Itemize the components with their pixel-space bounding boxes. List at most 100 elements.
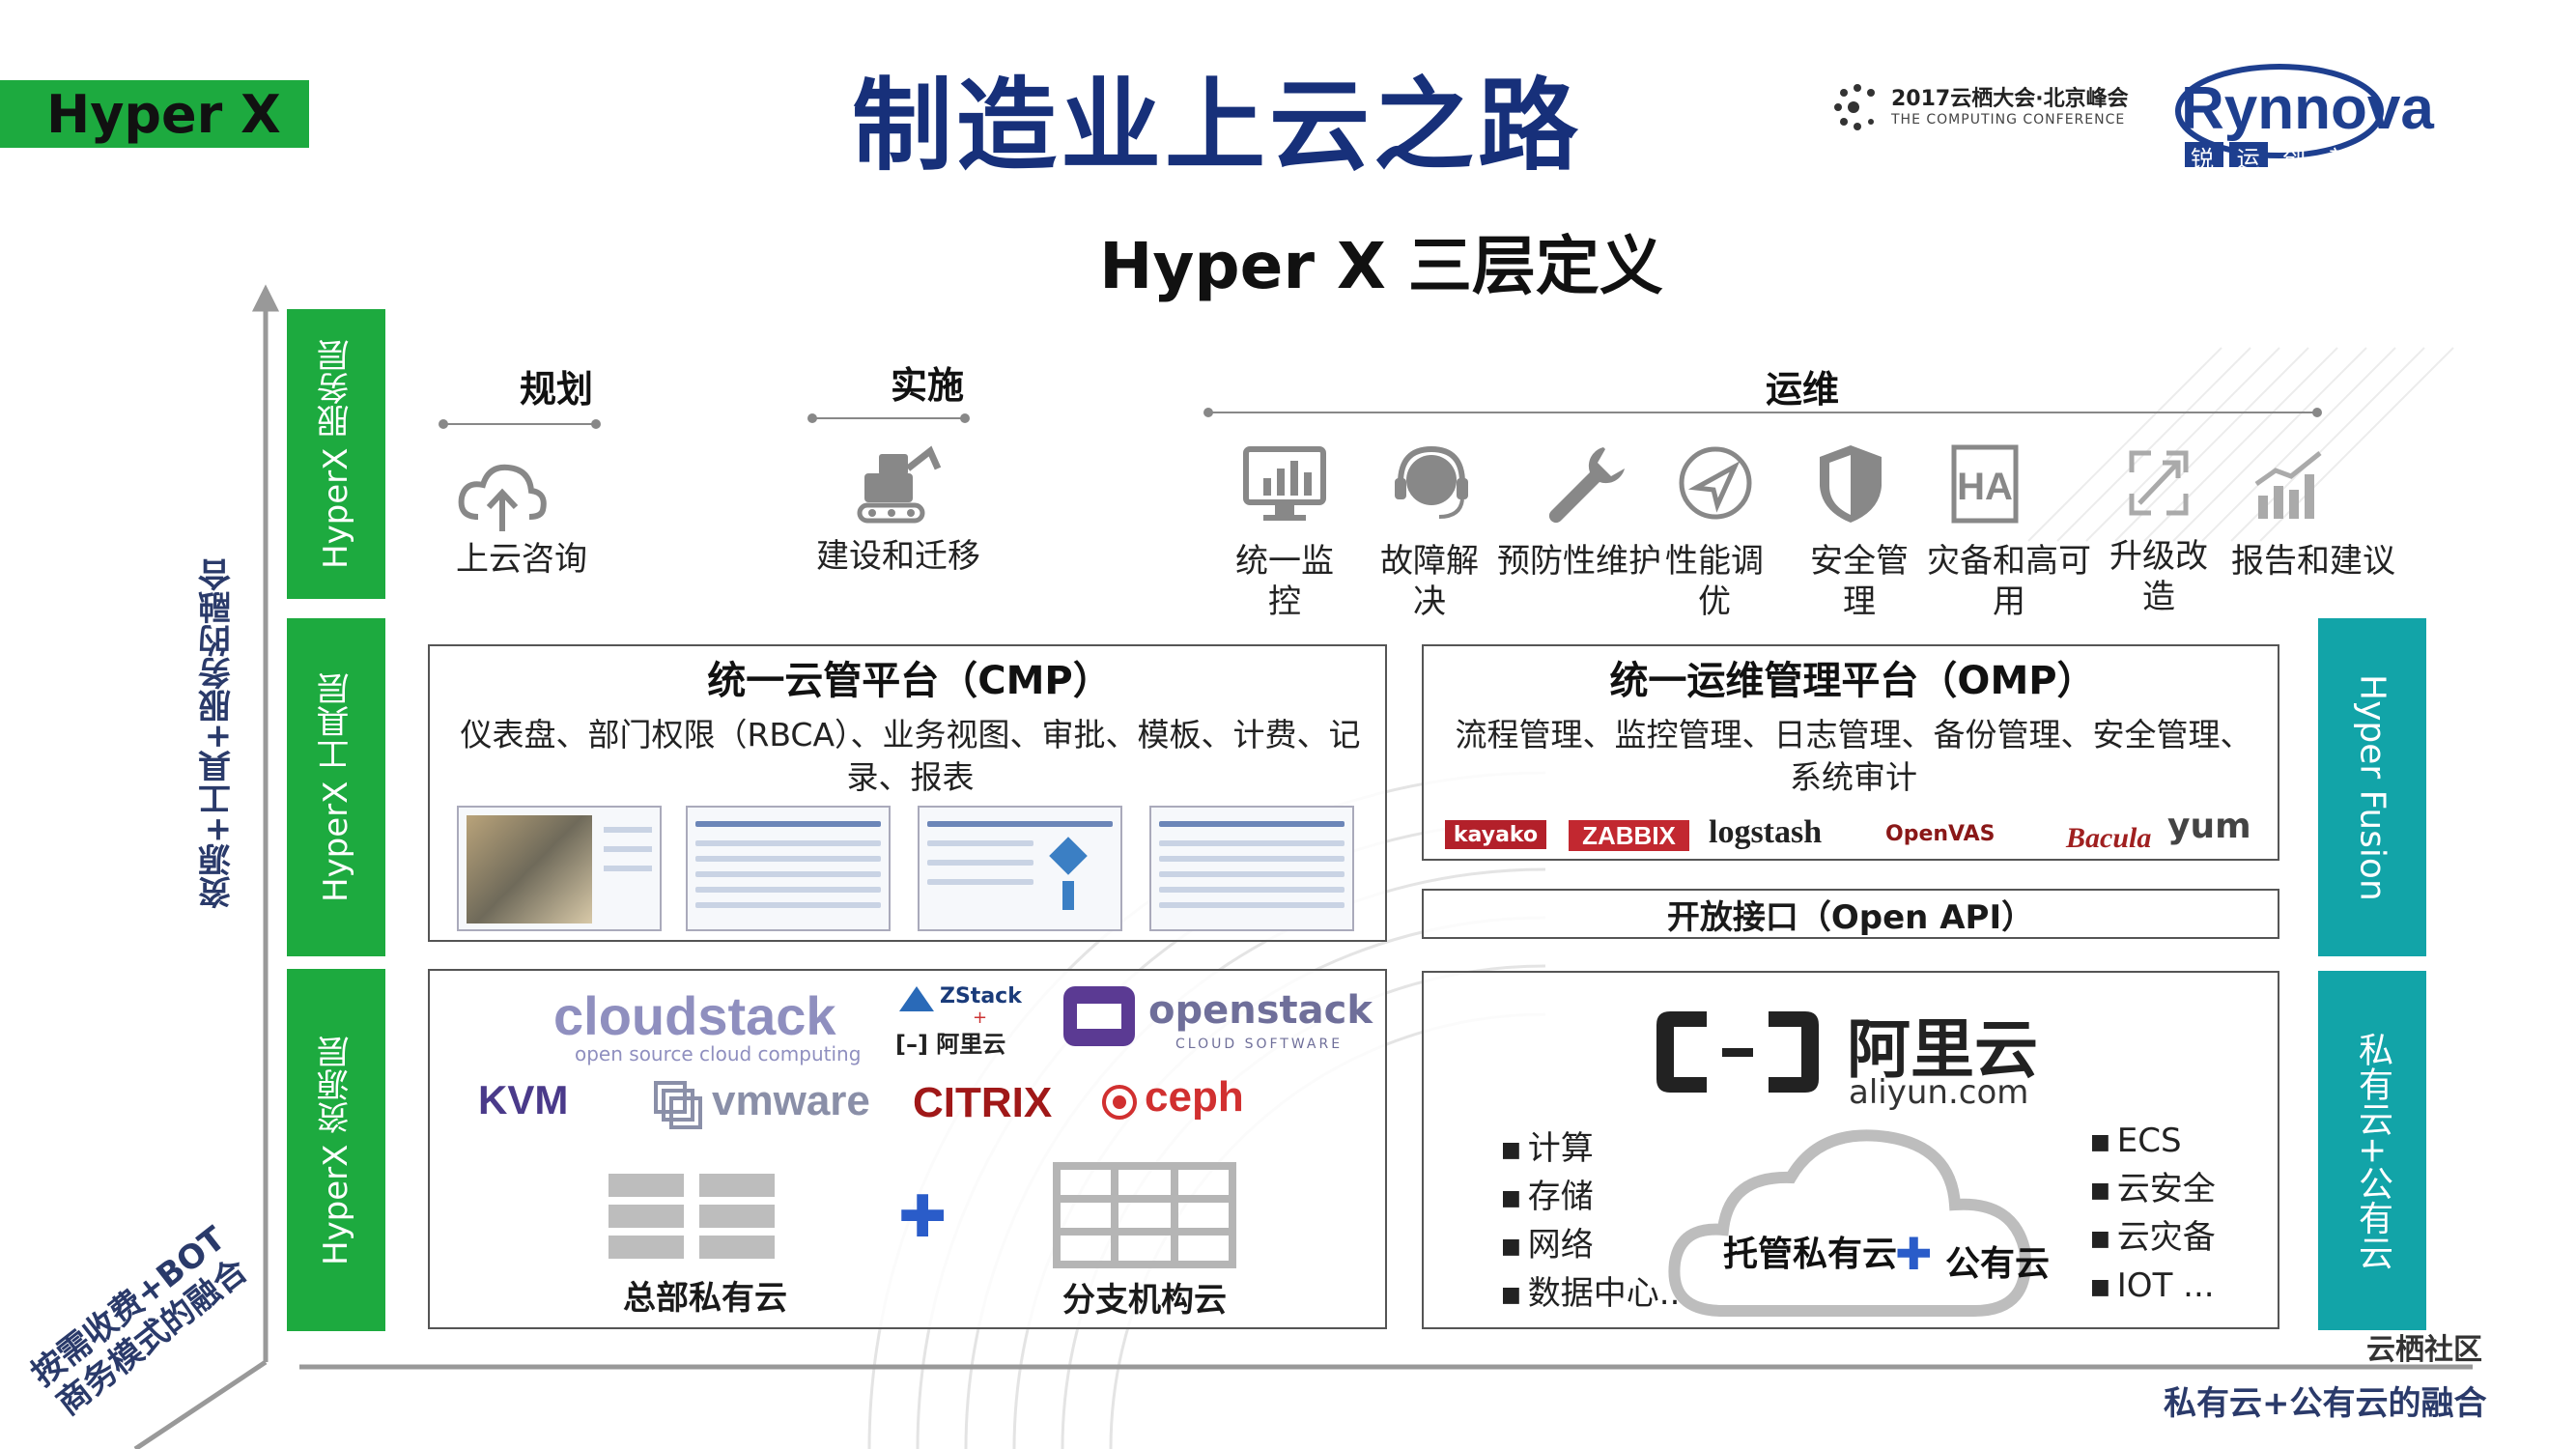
phase-plan: 规划 [520,368,594,411]
phase-implement-line [807,413,970,423]
public-cloud-product-list: ECS 云安全 云灾备 IOT ... [2090,1118,2216,1311]
list-item: 云灾备 [2090,1214,2216,1263]
phase-operate-line [1203,408,2322,417]
aliyun-brand-url: aliyun.com [1849,1073,2029,1112]
service-item: HA [1937,440,2033,530]
logstash-logo: logstash [1709,814,1823,850]
partner-logo-name: Rynnova [2181,75,2434,142]
conference-name: 2017云栖大会·北京峰会 [1891,87,2129,111]
excavator-icon [857,445,942,524]
section-subtitle: Hyper X 三层定义 [1099,229,1663,303]
open-api-bar: 开放接口（Open API） [1422,889,2279,939]
ceph-logo-icon [1102,1085,1137,1120]
openvas-logo: OpenVAS [1885,822,1996,846]
headset-support-icon [1395,445,1468,519]
tab-hybrid-cloud: 私有云+公有云 [2318,971,2426,1330]
service-label: 性能调优 [1665,542,1764,621]
plus-icon: ✚ [898,1183,948,1251]
shield-icon [1820,445,1882,523]
omp-panel: 统一运维管理平台（OMP） 流程管理、监控管理、日志管理、备份管理、安全管理、系… [1422,644,2279,861]
ceph-logo: ceph [1145,1073,1244,1121]
aliyun-small-logo: [–] 阿里云 [895,1025,1005,1059]
service-label: 预防性维护 [1497,542,1661,581]
omp-title: 统一运维管理平台（OMP） [1609,659,2096,703]
kvm-logo: KVM [478,1077,569,1122]
partner-logo: Rynnova 锐 运 创 新 科 技 [2173,63,2482,174]
zabbix-logo: ZABBIX [1569,820,1689,851]
phase-operate: 运维 [1766,368,1840,411]
layer-tab-service: HyperX 服务层 [287,309,385,599]
rynnova-logo-icon [2175,64,2384,167]
service-label: 统一监控 [1235,542,1334,621]
branch-cloud-label: 分支机构云 [1062,1280,1227,1320]
compass-icon [1679,446,1752,520]
plus-icon: ✚ [1895,1228,1933,1280]
watermark: 云栖社区 [2366,1333,2482,1367]
service-item [454,454,551,545]
kayako-logo: kayako [1445,820,1546,849]
cloud-upload-icon [458,464,547,531]
dashboard-screenshot [1149,806,1354,931]
service-label: 报告和建议 [2231,542,2395,581]
cmp-panel: 统一云管平台（CMP） 仪表盘、部门权限（RBCA）、业务视图、审批、模板、计费… [428,644,1387,942]
service-item [2110,440,2207,530]
list-item: 云安全 [2090,1166,2216,1214]
aliyun-bracket-icon: [–] [895,1031,928,1058]
wrench-icon [1548,447,1625,524]
ha-icon: HA [1951,444,2019,524]
openstack-logo: openstack [1148,988,1373,1033]
expand-arrows-icon [2129,450,2189,516]
tab-hyper-fusion: Hyper Fusion [2318,618,2426,956]
cloudstack-tagline: open source cloud computing [575,1042,862,1065]
layer-tab-tool: HyperX 工具层 [287,618,385,956]
service-item [2241,440,2337,530]
service-label: 建设和迁移 [816,537,980,576]
brand-tab: Hyper X [0,80,309,148]
bacula-logo: Bacula [2066,822,2152,854]
server-rack-icon [609,1174,775,1259]
list-item: ECS [2090,1118,2216,1166]
svg-text:HA: HA [1957,466,2013,508]
public-cloud-service-list: 计算 存储 网络 数据中心... [1501,1125,1690,1319]
service-label: 灾备和高可用 [1927,542,2091,621]
service-label: 故障解决 [1380,542,1479,621]
page-title: 制造业上云之路 [851,66,1582,185]
private-cloud-panel: cloudstack open source cloud computing Z… [428,969,1387,1329]
aliyun-small-logo-text: 阿里云 [936,1031,1006,1058]
dashboard-screenshot [918,806,1122,931]
cloudstack-logo: cloudstack [553,985,836,1046]
phase-implement: 实施 [891,364,965,407]
hq-private-cloud-label: 总部私有云 [623,1278,787,1318]
omp-description: 流程管理、监控管理、日志管理、备份管理、安全管理、系统审计 [1455,716,2252,796]
vertical-axis-label: 资源+工具+服务的融合 [198,558,238,910]
service-item [845,440,942,530]
vmware-logo: vmware [712,1077,870,1124]
conference-logo-icon [1834,84,1875,130]
cmp-description: 仪表盘、部门权限（RBCA）、业务视图、审批、模板、计费、记录、报表 [460,716,1361,796]
service-item [1236,440,1333,530]
service-label: 安全管理 [1810,542,1909,621]
zstack-plus-icon: + [973,1008,988,1028]
service-label: 上云咨询 [456,540,587,579]
zstack-logo-icon [899,986,934,1011]
branch-building-icon [1053,1162,1236,1268]
list-item: 网络 [1501,1222,1690,1270]
service-label: 升级改造 [2109,537,2208,616]
hosted-private-cloud-label: 托管私有云 [1722,1235,1897,1274]
dashboard-screenshot [457,806,662,931]
aliyun-logo-icon [1656,1011,1819,1093]
service-item [1802,440,1899,530]
monitor-chart-icon [1243,446,1326,521]
zstack-logo: ZStack [940,984,1022,1009]
phase-plan-line [439,419,601,429]
openstack-tagline: CLOUD SOFTWARE [1175,1037,1344,1052]
service-item [1534,440,1630,530]
public-cloud-panel: 阿里云 aliyun.com 计算 存储 网络 数据中心... ECS 云安全 … [1422,971,2279,1329]
list-item: 存储 [1501,1174,1690,1222]
yum-logo: yum [2167,807,2251,846]
list-item: 计算 [1501,1125,1690,1174]
service-item [1383,440,1480,530]
citrix-logo: CITRIX [913,1079,1053,1126]
partner-logo-tagline: 锐 运 创 新 科 技 [2191,146,2452,173]
layer-tab-resource: HyperX 资源层 [287,969,385,1331]
